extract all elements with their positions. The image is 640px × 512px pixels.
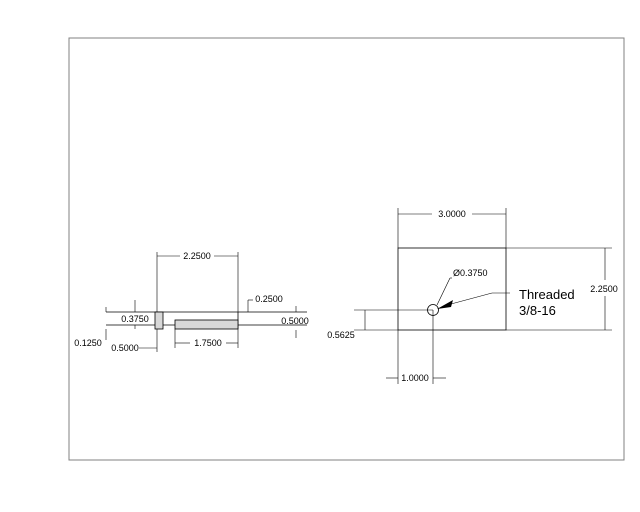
dim-hole-y: 0.5625 xyxy=(327,330,355,340)
dim-hole-diameter: Ø0.3750 xyxy=(453,268,488,278)
top-plate xyxy=(397,247,507,331)
dim-side-height: 0.5000 xyxy=(281,316,309,326)
leader-arrow xyxy=(437,300,453,309)
dim-side-top: 0.2500 xyxy=(255,294,283,304)
dim-side-left-width: 0.5000 xyxy=(111,343,139,353)
dim-side-step: 0.3750 xyxy=(121,314,149,324)
sheet-border xyxy=(68,37,625,461)
side-slot-fill xyxy=(174,319,239,330)
top-view: 3.0000 2.2500 Ø0.3750 Threaded 3/8-16 0.… xyxy=(327,208,618,384)
side-step-fill xyxy=(154,311,164,330)
note-threaded: Threaded xyxy=(519,287,575,302)
dim-top-width: 3.0000 xyxy=(438,209,466,219)
dim-top-height: 2.2500 xyxy=(590,284,618,294)
dim-side-slot: 1.7500 xyxy=(194,338,222,348)
side-view: 2.2500 0.3750 0.1250 0.5000 1.7500 0.250… xyxy=(74,251,309,353)
dim-hole-x: 1.0000 xyxy=(401,373,429,383)
note-thread-size: 3/8-16 xyxy=(519,303,556,318)
dim-side-width: 2.2500 xyxy=(183,251,211,261)
dim-side-offset: 0.1250 xyxy=(74,338,102,348)
